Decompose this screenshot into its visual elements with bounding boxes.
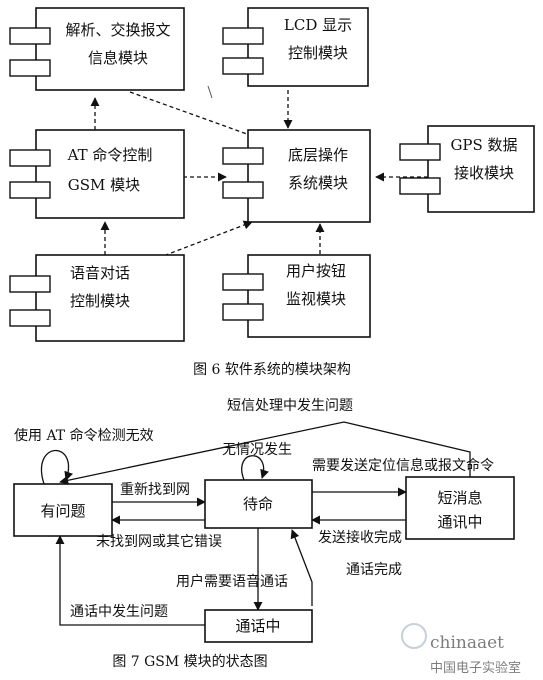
module-voice-line1: 语音对话 xyxy=(70,264,130,282)
transition-self-loop-problem xyxy=(41,449,73,485)
watermark-swoosh-icon xyxy=(401,623,427,649)
transition-labels: 短信处理中发生问题 使用 AT 命令检测无效 无情况发生 需要发送定位信息或报文… xyxy=(14,398,494,620)
transition-self-loop-standby xyxy=(241,455,269,481)
module-lcd-line1: LCD 显示 xyxy=(284,16,352,34)
arrow-voice-to-base xyxy=(157,220,253,259)
state-call: 通话中 xyxy=(204,609,313,643)
module-at-gsm: AT 命令控制 GSM 模块 xyxy=(9,129,185,219)
state-problem-label: 有问题 xyxy=(40,502,85,520)
module-button-line1: 用户按钮 xyxy=(286,262,346,280)
module-gps-line2: 接收模块 xyxy=(454,164,514,182)
label-call-done: 通话完成 xyxy=(346,562,402,578)
label-at-check: 使用 AT 命令检测无效 xyxy=(14,427,154,444)
module-parse-line1: 解析、交换报文 xyxy=(65,21,170,39)
module-button-monitor: 用户按钮 监视模块 xyxy=(222,254,371,338)
label-call-problem: 通话中发生问题 xyxy=(70,604,168,620)
label-send-done: 发送接收完成 xyxy=(318,529,402,546)
arrow-parse-to-base xyxy=(129,91,259,140)
module-voice-dialog: 语音对话 控制模块 xyxy=(9,254,185,342)
module-lcd-line2: 控制模块 xyxy=(288,44,348,62)
label-voice-need: 用户需要语音通话 xyxy=(176,573,288,590)
scan-mark xyxy=(207,85,213,99)
figure-7-gsm-state-diagram: 有问题 待命 短消息 通讯中 通话中 短信处理中发生问题 使用 AT 命令检测无… xyxy=(13,398,515,670)
label-refound: 重新找到网 xyxy=(120,482,190,498)
module-button-line2: 监视模块 xyxy=(286,290,346,308)
module-lcd-display: LCD 显示 控制模块 xyxy=(222,7,369,87)
figure-6-module-architecture: 解析、交换报文 信息模块 LCD 显示 控制模块 AT 命令控制 GSM 模块 … xyxy=(9,7,535,378)
state-sms-line2: 通讯中 xyxy=(437,513,482,531)
transition-call-problem xyxy=(55,535,205,626)
module-parse-exchange: 解析、交换报文 信息模块 xyxy=(9,7,185,91)
module-at-line2: GSM 模块 xyxy=(68,176,140,194)
label-sms-problem: 短信处理中发生问题 xyxy=(227,398,353,414)
module-parse-line2: 信息模块 xyxy=(88,49,148,67)
state-sms: 短消息 通讯中 xyxy=(405,476,515,540)
state-sms-line1: 短消息 xyxy=(437,489,482,507)
watermark-line1: chinaaet xyxy=(430,633,504,653)
module-voice-line2: 控制模块 xyxy=(70,292,130,310)
module-gps-receive: GPS 数据 接收模块 xyxy=(399,125,535,213)
figure-6-caption: 图 6 软件系统的模块架构 xyxy=(193,362,351,378)
dependency-arrows xyxy=(90,90,428,259)
transition-call-done xyxy=(290,529,313,606)
module-at-line1: AT 命令控制 xyxy=(67,146,153,164)
module-base-os: 底层操作 系统模块 xyxy=(222,129,371,223)
watermark-logo: chinaaet 中国电子实验室 xyxy=(401,623,521,676)
module-gps-line1: GPS 数据 xyxy=(450,136,517,154)
state-standby-label: 待命 xyxy=(243,495,273,513)
label-not-found: 未找到网或其它错误 xyxy=(96,533,222,550)
state-transitions xyxy=(41,421,471,626)
module-base-line2: 系统模块 xyxy=(288,174,348,192)
watermark-line2: 中国电子实验室 xyxy=(430,660,521,676)
label-no-event: 无情况发生 xyxy=(222,442,292,458)
transition-sms-problem xyxy=(59,421,471,485)
figure-7-caption: 图 7 GSM 模块的状态图 xyxy=(112,654,267,670)
module-base-line1: 底层操作 xyxy=(288,146,348,164)
label-send-request: 需要发送定位信息或报文命令 xyxy=(312,457,494,474)
state-standby: 待命 xyxy=(204,479,313,529)
state-call-label: 通话中 xyxy=(235,617,280,635)
state-problem: 有问题 xyxy=(13,483,113,537)
